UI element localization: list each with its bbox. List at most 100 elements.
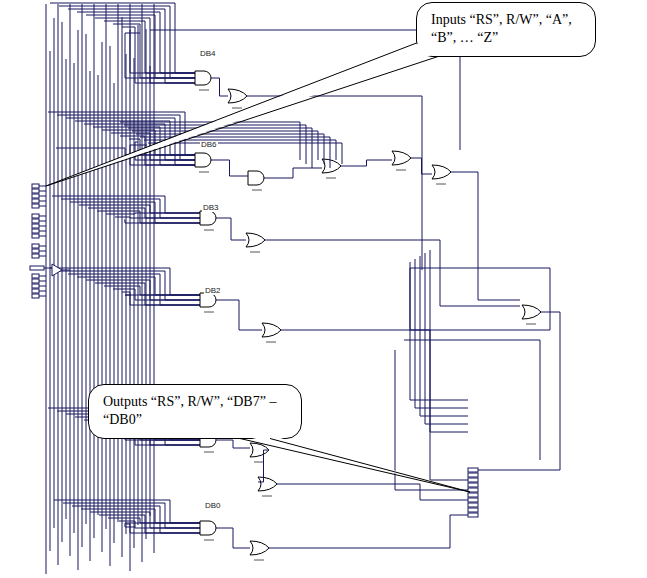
wire xyxy=(39,221,46,222)
callout-tail xyxy=(240,435,470,492)
gate-tag xyxy=(254,560,264,561)
wire xyxy=(39,226,46,227)
wire xyxy=(478,312,560,470)
wire xyxy=(46,4,47,574)
wire xyxy=(39,256,46,257)
or-gate xyxy=(258,477,277,491)
wire xyxy=(411,158,432,174)
gate-tag xyxy=(436,184,446,185)
wire xyxy=(146,29,147,539)
gate-tag xyxy=(254,462,264,463)
wire xyxy=(39,206,46,207)
wire xyxy=(415,259,468,408)
wire xyxy=(138,25,139,525)
wire xyxy=(129,139,195,155)
wire xyxy=(269,515,468,548)
wire xyxy=(140,137,330,168)
callout-text: Outputs “RS”, R/W”, “DB7” – “DB0” xyxy=(103,393,289,428)
signal-name: DB4 xyxy=(199,50,217,58)
wire xyxy=(39,231,46,232)
callout-bubble: Inputs “RS”, R/W”, “A”, “B”, … “Z” xyxy=(416,2,596,57)
and-gate xyxy=(195,153,211,167)
wire xyxy=(281,330,468,480)
wire xyxy=(39,296,46,297)
input-pin xyxy=(32,294,39,298)
and-gate xyxy=(200,293,216,307)
wire xyxy=(62,270,70,271)
gate-tag xyxy=(250,252,260,253)
wire xyxy=(341,160,392,166)
wire xyxy=(130,4,131,571)
wire xyxy=(216,218,246,240)
wire xyxy=(81,509,200,523)
input-pin xyxy=(32,249,39,253)
wire xyxy=(154,4,155,553)
wire xyxy=(70,202,200,223)
wire xyxy=(216,440,250,448)
or-gate xyxy=(322,159,341,173)
wire xyxy=(77,12,195,73)
output-pin xyxy=(468,498,478,502)
wire xyxy=(68,9,195,83)
input-pin xyxy=(30,266,44,270)
or-gate xyxy=(262,323,281,337)
wire xyxy=(136,134,324,164)
wire xyxy=(126,524,200,533)
wire xyxy=(126,54,127,534)
wire xyxy=(277,484,468,500)
and-gate xyxy=(248,171,264,185)
input-pin xyxy=(32,199,39,203)
input-pin xyxy=(32,189,39,193)
wire xyxy=(95,283,200,305)
wire xyxy=(104,286,200,295)
output-pin xyxy=(468,488,478,492)
wire xyxy=(82,4,83,547)
gate-tag xyxy=(262,496,272,497)
output-pin xyxy=(468,493,478,497)
wire xyxy=(88,208,200,218)
wire xyxy=(118,4,119,520)
wire xyxy=(216,528,250,548)
signal-name: DB2 xyxy=(204,287,222,295)
wire xyxy=(451,172,520,300)
wire xyxy=(50,3,195,73)
wire xyxy=(70,4,71,556)
or-gate xyxy=(250,541,269,555)
gate-tag xyxy=(204,452,214,453)
wire xyxy=(39,236,46,237)
wire xyxy=(425,253,468,424)
callout-tail xyxy=(46,43,438,186)
wire xyxy=(124,220,200,223)
input-pin xyxy=(32,254,39,258)
gate-tag xyxy=(252,190,262,191)
wire xyxy=(39,251,46,252)
wire xyxy=(39,186,46,187)
wire xyxy=(39,291,46,292)
input-pin xyxy=(32,279,39,283)
input-pin xyxy=(32,224,39,228)
wire xyxy=(39,191,46,192)
wire xyxy=(44,268,52,269)
wire xyxy=(68,274,200,305)
input-pin xyxy=(32,289,39,293)
wire xyxy=(86,15,195,78)
wire xyxy=(125,33,195,78)
wire xyxy=(39,281,46,282)
wire xyxy=(420,256,468,416)
or-gate xyxy=(392,151,411,165)
wire xyxy=(97,211,200,223)
gate-tag xyxy=(266,342,276,343)
input-pin xyxy=(32,284,39,288)
signal-name: DB6 xyxy=(200,141,218,149)
input-pin xyxy=(32,184,39,188)
callout-tail-edge xyxy=(240,439,470,493)
wire xyxy=(430,250,468,432)
input-pin xyxy=(32,194,39,198)
wire xyxy=(258,450,269,482)
wire xyxy=(132,131,318,160)
output-pin xyxy=(468,468,478,472)
wire xyxy=(39,201,46,202)
gate-tag xyxy=(204,540,214,541)
